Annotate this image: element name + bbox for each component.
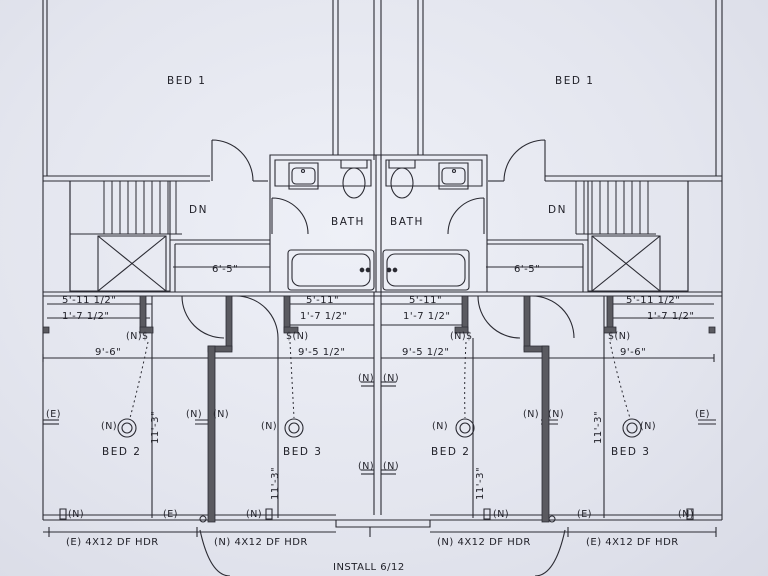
header-callout: (N) 4X12 DF HDR — [214, 537, 308, 548]
switch-tag: (N)$ — [450, 331, 473, 342]
dimension-label: 1'-7 1/2" — [300, 311, 348, 322]
new-tag: (N) — [678, 509, 695, 520]
room-label-bed1-left: BED 1 — [167, 75, 207, 87]
install-note: INSTALL 6/12 — [333, 562, 405, 573]
header-callout: (E) 4X12 DF HDR — [66, 537, 159, 548]
room-label-bed3-left: BED 3 — [283, 446, 323, 458]
room-label-bed2-left: BED 2 — [102, 446, 142, 458]
switch-tag: (N)$ — [126, 331, 149, 342]
sink-right — [439, 163, 468, 189]
existing-tag: (E) — [163, 509, 178, 520]
dimension-label: 9'-5 1/2" — [402, 347, 450, 358]
switch-tag: $(N) — [608, 331, 631, 342]
tub-right — [383, 250, 469, 290]
toilet-left-tank — [341, 160, 367, 168]
existing-tag: (E) — [46, 409, 61, 420]
new-wall — [524, 296, 530, 350]
new-tag: (N) — [101, 421, 118, 432]
existing-tag: (E) — [695, 409, 710, 420]
dimension-label: 9'-6" — [95, 347, 122, 358]
sink-left — [289, 163, 318, 189]
new-tag: (N) — [246, 509, 263, 520]
stair-label-dn-right: DN — [548, 204, 567, 216]
new-tag: (N) — [68, 509, 85, 520]
toilet-right-bowl — [390, 167, 414, 199]
dimension-label-vertical: 11'-3" — [475, 466, 486, 500]
room-label-bath-right: BATH — [390, 216, 424, 228]
light-fixture — [623, 419, 641, 437]
new-tag: (N) — [186, 409, 203, 420]
stair-label-dn-left: DN — [189, 204, 208, 216]
dimension-label: 1'-7 1/2" — [62, 311, 110, 322]
stair-treads — [70, 181, 656, 234]
dimension-label: 9'-6" — [620, 347, 647, 358]
dimension-label: 1'-7 1/2" — [647, 311, 695, 322]
room-label-bed3-right: BED 3 — [611, 446, 651, 458]
dimension-label: 9'-5 1/2" — [298, 347, 346, 358]
new-wall — [226, 296, 232, 350]
existing-tag: (E) — [577, 509, 592, 520]
header-callout: (E) 4X12 DF HDR — [586, 537, 679, 548]
new-tag: (N) — [548, 409, 565, 420]
room-label-bath-left: BATH — [331, 216, 365, 228]
new-tag: (N) — [261, 421, 278, 432]
dimension-label: 5'-11" — [306, 295, 340, 306]
dimension-label-vertical: 11'-3" — [270, 466, 281, 500]
new-tag: (N) — [358, 373, 375, 384]
light-fixture — [285, 419, 303, 437]
new-tag: (N) — [432, 421, 449, 432]
dimension-label: 5'-11" — [409, 295, 443, 306]
dimension-label-vertical: 11'-3" — [150, 410, 161, 444]
dimension-label: 1'-7 1/2" — [403, 311, 451, 322]
toilet-left-bowl — [342, 167, 366, 199]
dimension-label: 5'-11 1/2" — [626, 295, 681, 306]
new-tag: (N) — [493, 509, 510, 520]
dimension-label: 6'-5" — [514, 264, 541, 275]
dimension-label-vertical: 11'-3" — [593, 410, 604, 444]
header-callout: (N) 4X12 DF HDR — [437, 537, 531, 548]
new-tag: (N) — [358, 461, 375, 472]
toilet-right-tank — [389, 160, 415, 168]
new-tag: (N) — [523, 409, 540, 420]
new-tag: (N) — [640, 421, 657, 432]
new-tag: (N) — [383, 461, 400, 472]
new-tag: (N) — [383, 373, 400, 384]
tub-left — [288, 250, 374, 290]
light-fixture — [118, 419, 136, 437]
light-fixture — [456, 419, 474, 437]
room-label-bed2-right: BED 2 — [431, 446, 471, 458]
dimension-label: 5'-11 1/2" — [62, 295, 117, 306]
switch-tag: $(N) — [286, 331, 309, 342]
dimension-label: 6'-5" — [212, 264, 239, 275]
new-tag: (N) — [213, 409, 230, 420]
room-label-bed1-right: BED 1 — [555, 75, 595, 87]
